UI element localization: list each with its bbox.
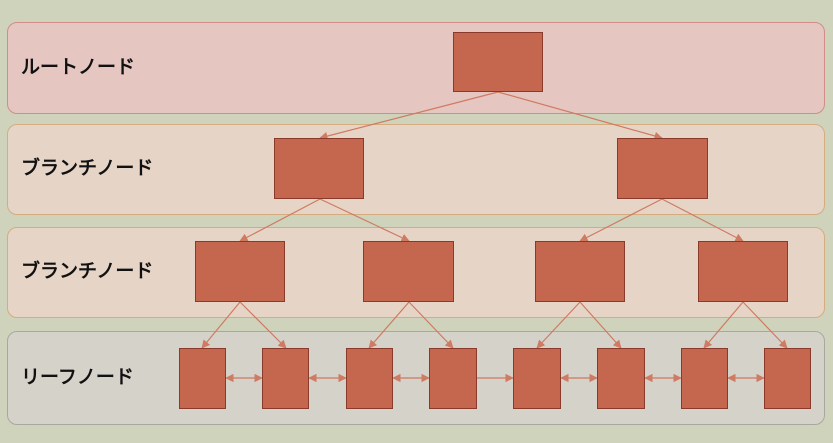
branch-node-1b (617, 138, 708, 199)
leaf-level-label: リーフノード (21, 366, 134, 388)
branch-node-2b (363, 241, 454, 302)
branch-node-2a (195, 241, 285, 302)
branch-node-2d (698, 241, 788, 302)
root-level-label: ルートノード (21, 56, 136, 78)
branch-node-1a (274, 138, 364, 199)
leaf-node-4 (429, 348, 477, 409)
leaf-node-6 (597, 348, 645, 409)
leaf-node-3 (346, 348, 393, 409)
branch-node-2c (535, 241, 625, 302)
leaf-node-7 (681, 348, 728, 409)
leaf-node-1 (179, 348, 226, 409)
leaf-node-2 (262, 348, 309, 409)
leaf-node-5 (513, 348, 561, 409)
branch-level-1-label: ブランチノード (21, 157, 154, 179)
root-node (453, 32, 543, 92)
branch-level-2-label: ブランチノード (21, 260, 154, 282)
leaf-node-8 (764, 348, 811, 409)
